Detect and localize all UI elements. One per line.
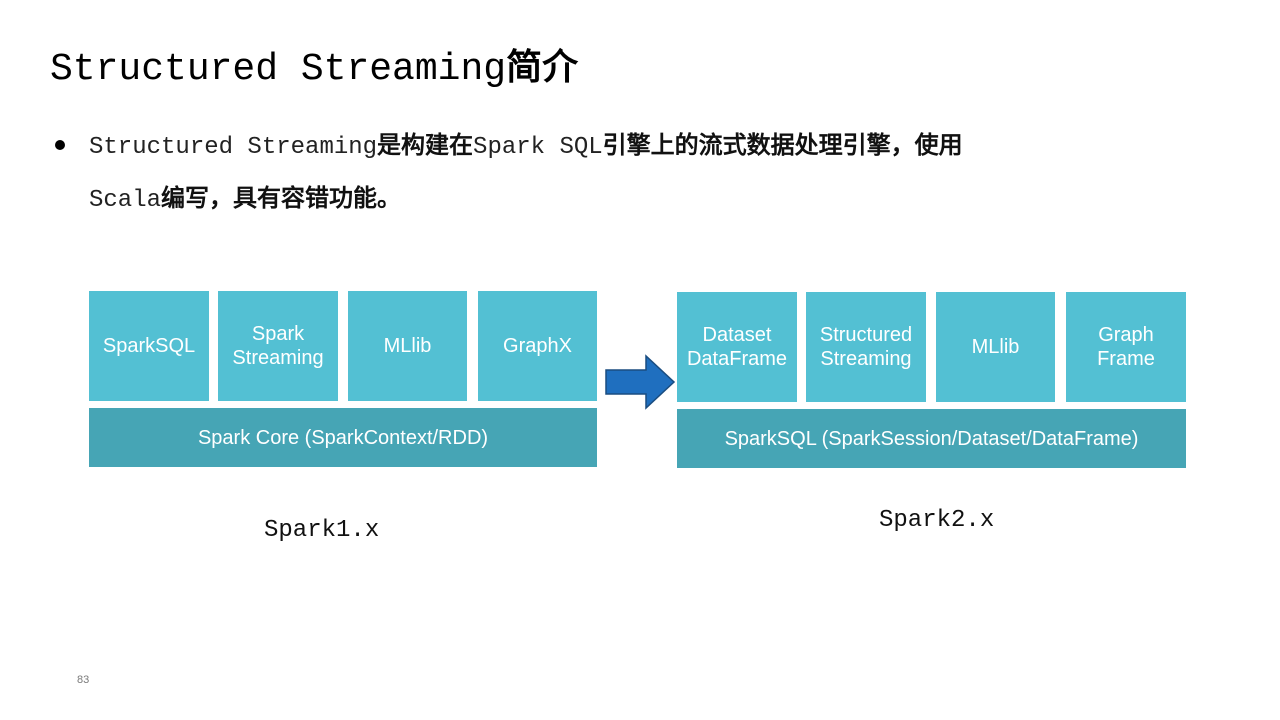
bullet-text: Structured Streaming是构建在Spark SQL引擎上的流式数… (89, 120, 1249, 226)
spark2-module-label: Structured Streaming (819, 324, 913, 370)
spark2-core-layer: SparkSQL (SparkSession/Dataset/DataFrame… (677, 409, 1186, 468)
spark1-module-mllib: MLlib (348, 291, 467, 401)
bullet-dot-icon (55, 140, 65, 150)
slide-title-latin: Structured Streaming (50, 48, 507, 91)
spark2-caption: Spark2.x (879, 507, 995, 534)
slide-title-cjk: 简介 (506, 47, 579, 88)
spark1-module-label: SparkSQL (102, 335, 196, 357)
spark1-module-label: GraphX (503, 335, 572, 357)
spark2-module-dataset-dataframe: Dataset DataFrame (677, 292, 797, 402)
spark1-module-label: Spark Streaming (232, 323, 324, 369)
bullet-seg-4: 引擎上的流式数据处理引擎，使用 (602, 131, 963, 159)
spark1-module-sparksql: SparkSQL (89, 291, 209, 401)
right-arrow-icon (605, 354, 676, 410)
spark1-module-graphx: GraphX (478, 291, 597, 401)
page-number: 83 (77, 674, 90, 686)
bullet-seg-6: 编写，具有容错功能。 (161, 184, 402, 212)
spark2-module-label: Dataset DataFrame (686, 324, 788, 370)
bullet-seg-2: 是构建在 (377, 131, 474, 159)
spark2-core-label: SparkSQL (SparkSession/Dataset/DataFrame… (724, 427, 1139, 450)
spark1-module-label: MLlib (383, 335, 432, 357)
slide-title: Structured Streaming简介 (50, 42, 578, 96)
spark1-core-label: Spark Core (SparkContext/RDD) (197, 426, 489, 449)
spark1-module-spark-streaming: Spark Streaming (218, 291, 338, 401)
spark2-module-structured-streaming: Structured Streaming (806, 292, 926, 402)
spark2-module-label: MLlib (971, 336, 1020, 358)
spark2-module-graphframe: Graph Frame (1066, 292, 1186, 402)
bullet-seg-5: Scala (89, 187, 162, 214)
bullet-seg-3: Spark SQL (473, 134, 603, 161)
spark1-caption: Spark1.x (264, 517, 380, 544)
spark2-module-label: Graph Frame (1097, 324, 1155, 370)
spark2-module-mllib: MLlib (936, 292, 1055, 402)
spark1-core-layer: Spark Core (SparkContext/RDD) (89, 408, 597, 467)
bullet-seg-1: Structured Streaming (89, 134, 378, 161)
